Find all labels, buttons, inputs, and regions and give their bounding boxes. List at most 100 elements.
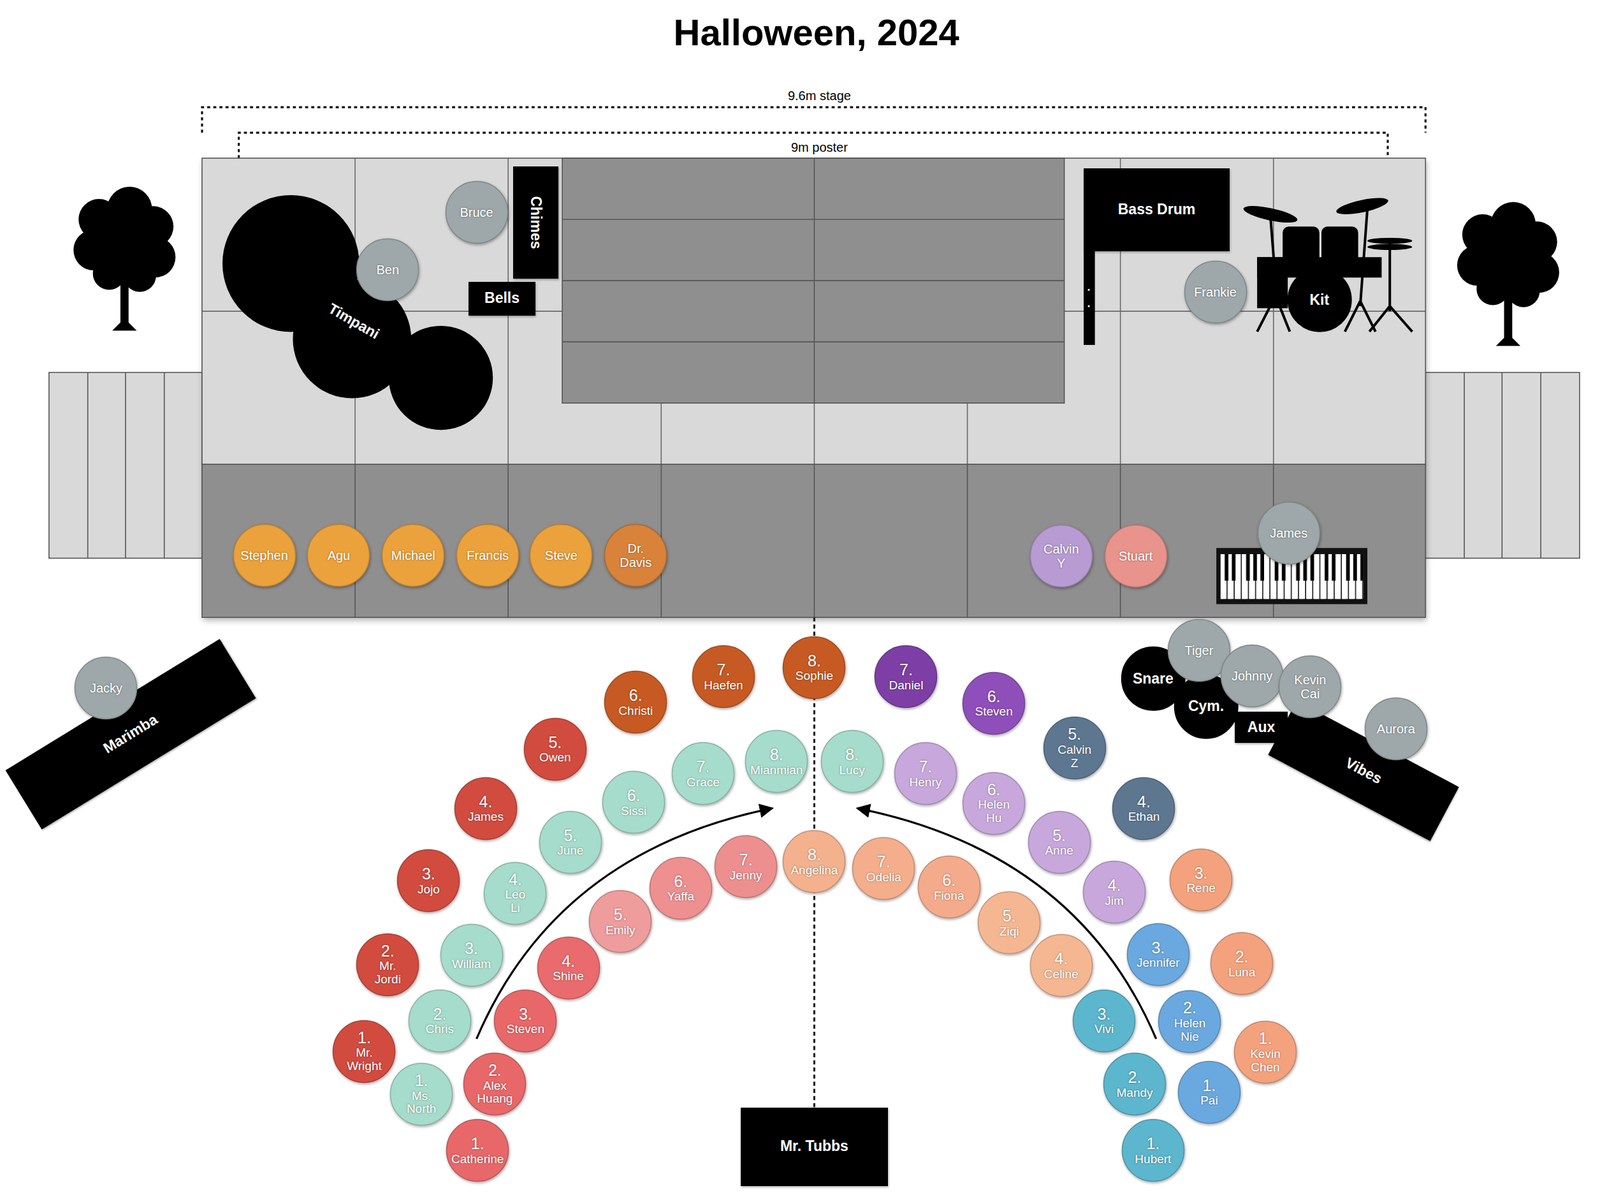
performer-circle: 7.Daniel [873, 644, 938, 709]
instrument-label: Aux [1247, 719, 1275, 735]
part-number: 8. [845, 745, 859, 764]
performer-name: Mianmian [750, 763, 803, 777]
text-holder: 2.Chris [425, 1005, 454, 1036]
performer-circle: Agu [306, 523, 371, 588]
percussionist-circle: Bruce [444, 180, 509, 245]
text-holder: 3.William [451, 939, 491, 971]
performer-name: Ben [376, 262, 400, 277]
circle-fill [1104, 525, 1167, 588]
circle-fill [356, 933, 419, 996]
timpani-drum [388, 325, 493, 430]
text-holder: Steve [545, 548, 578, 563]
performer-name: Johnny [1231, 668, 1273, 683]
performer-name: Ethan [1128, 810, 1161, 824]
part-number: 8. [770, 745, 784, 764]
text-holder: 8.Mianmian [750, 745, 803, 777]
text-holder: 2.Alex Huang [476, 1061, 513, 1106]
performer-name: Jim [1104, 893, 1124, 908]
performer-name: Odelia [866, 870, 902, 885]
text-holder: 3.Rene [1186, 864, 1215, 895]
circle-fill [978, 891, 1041, 954]
performer-name: Jojo [417, 882, 440, 897]
performer-name: Vivi [1094, 1022, 1114, 1036]
part-number: 7. [899, 661, 913, 679]
circle-fill [307, 523, 370, 586]
text-holder: James [1269, 525, 1308, 540]
part-number: 6. [942, 871, 956, 890]
dimension-label: 9m poster [787, 139, 852, 155]
text-holder: 7.Jenny [729, 850, 763, 882]
circle-fill [1030, 934, 1092, 997]
part-number: 6. [629, 686, 643, 705]
performer-name: Shine [552, 969, 584, 983]
performer-circle: 1.Catherine [445, 1118, 510, 1182]
percussionist-circle: Kevin Cai [1278, 654, 1342, 719]
circle-fill [464, 1053, 526, 1115]
circle-fill [445, 181, 508, 243]
percussionist-circle: Frankie [1183, 260, 1248, 324]
part-number: 7. [696, 757, 710, 776]
circle-fill [783, 636, 846, 699]
performer-name: Stephen [240, 548, 289, 563]
percussionist-circle: James [1257, 501, 1321, 565]
performer-name: Bruce [459, 205, 493, 220]
performer-circle: 3.Steven [493, 988, 558, 1053]
performer-circle: Michael [381, 523, 445, 588]
performer-name: Mr. Jordi [371, 960, 404, 987]
text-holder: 6.Helen Hu [977, 780, 1010, 825]
part-number: 1. [1258, 1030, 1273, 1048]
performer-circle: 4.Shine [536, 935, 601, 1000]
part-number: 8. [807, 845, 822, 864]
text-holder: 1.Mr. Wright [346, 1028, 382, 1073]
text-holder: 1.Hubert [1134, 1134, 1171, 1166]
performer-circle: 1.Kevin Chen [1233, 1019, 1298, 1084]
performer-name: Michael [391, 548, 436, 563]
circle-fill [457, 523, 519, 586]
instrument-label: Cym. [1188, 698, 1224, 714]
performer-name: Anne [1044, 843, 1073, 858]
performer-name: Mandy [1116, 1085, 1154, 1099]
performer-circle: 3.Jennifer [1126, 922, 1191, 987]
performer-circle: 1.Mr. Wright [332, 1019, 396, 1084]
performer-name: Hubert [1134, 1151, 1171, 1166]
performer-circle: 2.Helen Nie [1157, 989, 1222, 1054]
performer-circle: Stephen [232, 523, 297, 588]
performer-name: Calvin Y [1043, 541, 1080, 570]
text-holder: 6.Steven [975, 687, 1013, 719]
circle-fill [1030, 525, 1092, 588]
part-number: 4. [1137, 792, 1151, 811]
circle-fill [333, 1019, 396, 1082]
part-number: 2. [1183, 999, 1197, 1018]
percussionist-circle: Jacky [73, 655, 138, 720]
text-holder: Michael [391, 548, 436, 563]
circle-fill [1211, 932, 1273, 995]
performer-circle: Stuart [1104, 523, 1168, 588]
performer-circle: 3.Rene [1169, 847, 1233, 912]
text-holder: Frankie [1193, 284, 1237, 299]
text-holder: Chimes [527, 195, 544, 249]
performer-name: Luna [1228, 965, 1256, 979]
text-holder: Aurora [1376, 721, 1416, 736]
performer-name: Mr. Wright [346, 1046, 382, 1074]
performer-circle: 7.Grace [671, 741, 735, 806]
performer-name: James [1269, 525, 1308, 540]
performer-name: Agu [327, 548, 351, 563]
circle-fill [1287, 268, 1351, 332]
performer-circle: 7.Jenny [713, 834, 778, 899]
circle-fill [537, 936, 600, 999]
performer-name: Sissi [620, 803, 647, 818]
performer-circle: 7.Haefen [691, 644, 756, 709]
performer-circle: 6.Christi [603, 669, 668, 734]
performer-name: Calvin Z [1057, 743, 1092, 771]
part-number: 2. [1235, 947, 1249, 966]
performer-name: Daniel [889, 678, 924, 693]
performer-circle: 8.Mianmian [744, 729, 809, 793]
circle-fill [530, 523, 593, 586]
text-holder: Vibes [1342, 754, 1385, 787]
text-holder: 4.Celine [1044, 949, 1079, 981]
text-holder: 7.Daniel [889, 661, 924, 692]
part-number: 7. [918, 757, 932, 776]
circle-fill [1127, 923, 1189, 985]
performer-circle: Steve [529, 523, 593, 588]
performer-circle: 7.Odelia [851, 836, 916, 901]
